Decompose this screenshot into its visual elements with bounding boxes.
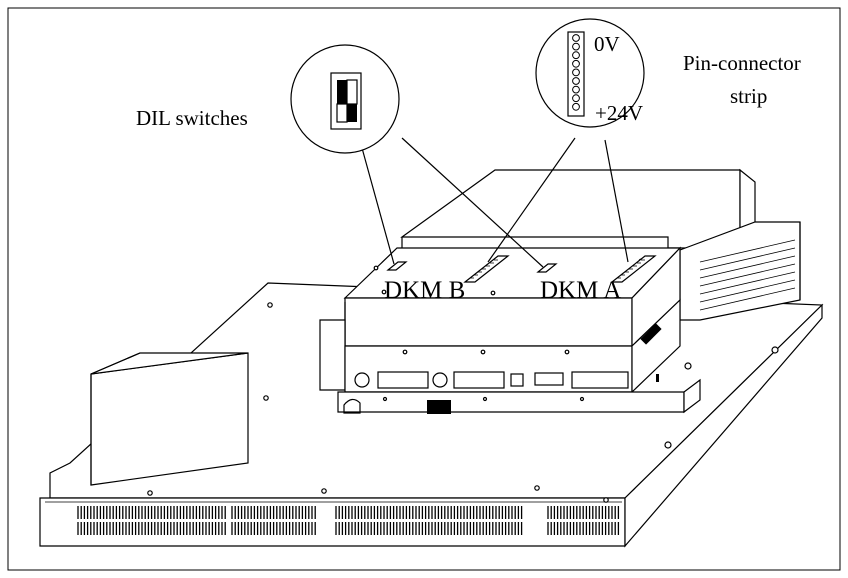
- rear-housing: [400, 168, 756, 251]
- connector-pin: [572, 51, 580, 60]
- connector-pin: [572, 59, 580, 68]
- connector-pin: [572, 34, 580, 42]
- pin-connector-callout: [487, 18, 645, 263]
- connector-panel: [337, 298, 701, 414]
- dil-switch-callout: [290, 44, 544, 268]
- connector-pin: [572, 77, 580, 85]
- dil-switches-label: DIL switches: [136, 106, 248, 130]
- left-bracket: [319, 319, 346, 391]
- pin-strip-dkm-a: [610, 255, 657, 283]
- dkm-a-label: DKM A: [540, 277, 621, 304]
- figure-frame: [7, 7, 841, 571]
- connector-pin: [572, 42, 580, 51]
- voltage-0v-label: 0V: [594, 32, 620, 56]
- pin-connector-label-line2: strip: [730, 84, 767, 108]
- dil-switch-dkm-b: [386, 261, 408, 271]
- connector-pin: [572, 102, 580, 111]
- connector-pin: [572, 68, 580, 77]
- pin-connector-label-line1: Pin-connector: [683, 51, 801, 75]
- left-box: [90, 352, 249, 486]
- pin-strip-dkm-b: [463, 255, 510, 283]
- voltage-24v-label: +24V: [595, 101, 643, 125]
- dkm-b-label: DKM B: [384, 277, 465, 304]
- connector-pin: [572, 94, 580, 103]
- vent-slots-front: [77, 506, 620, 535]
- connector-pin: [572, 85, 580, 94]
- dil-switch-dkm-a: [536, 263, 558, 273]
